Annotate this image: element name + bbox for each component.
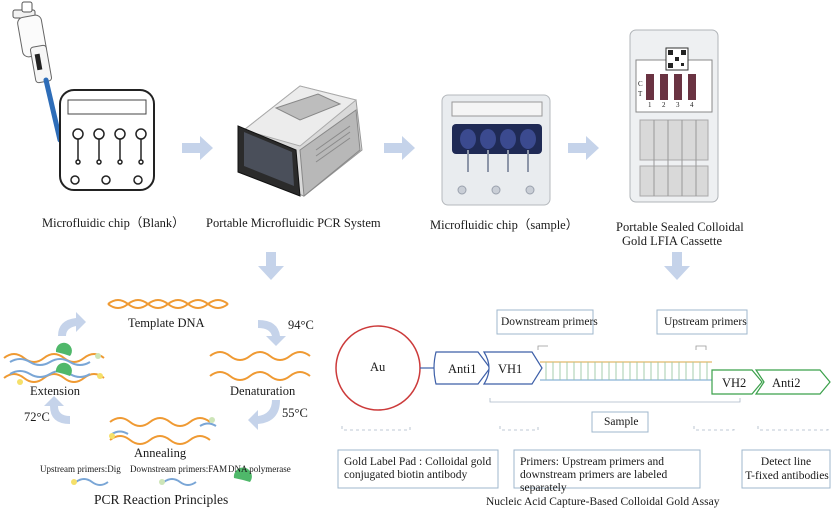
legend-downstream-primers: Downstream primers:FAM [130, 464, 228, 474]
caption-chip-sample: Microfluidic chip（sample） [430, 218, 579, 232]
cassette-mark-t: T [638, 90, 643, 98]
vh1-shape [482, 351, 543, 385]
dna-rungs [545, 362, 708, 380]
arrow-down-1 [258, 252, 284, 280]
legend-dna-polymerase: DNA polymerase [228, 464, 291, 474]
anti2-shape [754, 369, 831, 395]
label-denaturation: Denaturation [230, 384, 296, 398]
downstream-primers-box [496, 309, 594, 335]
label-au: Au [370, 360, 386, 374]
legend-upstream-primers: Upstream primers:Dig [40, 464, 121, 474]
pipette-icon [12, 1, 65, 151]
arrow-down-2 [664, 252, 690, 280]
label-anti2: Anti2 [772, 376, 801, 390]
microfluidic-chip-sample [441, 94, 551, 206]
label-temp-denature: 94°C [288, 318, 314, 332]
cassette-lane-4: 4 [690, 101, 694, 109]
pcr-device-icon [237, 85, 363, 197]
label-temp-anneal: 55°C [282, 406, 308, 420]
gold-pad-box [337, 449, 499, 489]
polymerase-icons [17, 342, 215, 439]
assay-graphics [335, 309, 831, 489]
vh2-shape [711, 369, 763, 395]
cassette-lane-3: 3 [676, 101, 680, 109]
label-temp-extend: 72°C [24, 410, 50, 424]
arrow-right-2 [384, 136, 415, 160]
assay-title: Nucleic Acid Capture-Based Colloidal Gol… [486, 496, 720, 508]
label-gold-pad: Gold Label Pad : Colloidal gold conjugat… [344, 456, 492, 481]
label-vh2: VH2 [722, 376, 747, 390]
flow-arrows [182, 136, 690, 280]
pcr-cycle [3, 299, 311, 445]
label-vh1: VH1 [498, 362, 523, 376]
label-detect-line: Detect line [760, 456, 812, 468]
label-t-fixed-antibodies: T-fixed antibodies [745, 470, 829, 482]
primers-note-box [513, 449, 701, 489]
label-upstream-primers: Upstream primers [664, 316, 747, 328]
label-extension: Extension [30, 384, 80, 398]
label-anti1: Anti1 [448, 362, 477, 376]
cassette-mark-c: C [638, 80, 643, 88]
anti1-shape [433, 351, 491, 385]
cassette-lane-2: 2 [662, 101, 666, 109]
caption-lfia-line1: Portable Sealed Colloidal [616, 220, 744, 234]
cassette-lane-1: 1 [648, 101, 652, 109]
pcr-legend-icons [71, 467, 252, 486]
microfluidic-chip-blank [59, 89, 155, 191]
caption-lfia-line2: Gold LFIA Cassette [622, 234, 722, 248]
pcr-title: PCR Reaction Principles [94, 492, 229, 507]
sample-box [591, 411, 649, 433]
arrow-right-3 [568, 136, 599, 160]
arrow-right-1 [182, 136, 213, 160]
label-template-dna: Template DNA [128, 316, 205, 330]
label-sample: Sample [604, 416, 639, 428]
caption-pcr-system: Portable Microfluidic PCR System [206, 216, 381, 230]
label-downstream-primers: Downstream primers [501, 316, 598, 328]
detect-line-box [741, 449, 831, 489]
upstream-primers-box [656, 309, 748, 335]
caption-chip-blank: Microfluidic chip（Blank） [42, 216, 185, 230]
lfia-cassette-icon [629, 29, 719, 203]
cycle-arrows [44, 312, 286, 430]
label-primers-note: Primers: Upstream primers and downstream… [520, 456, 668, 494]
label-annealing: Annealing [134, 446, 187, 460]
